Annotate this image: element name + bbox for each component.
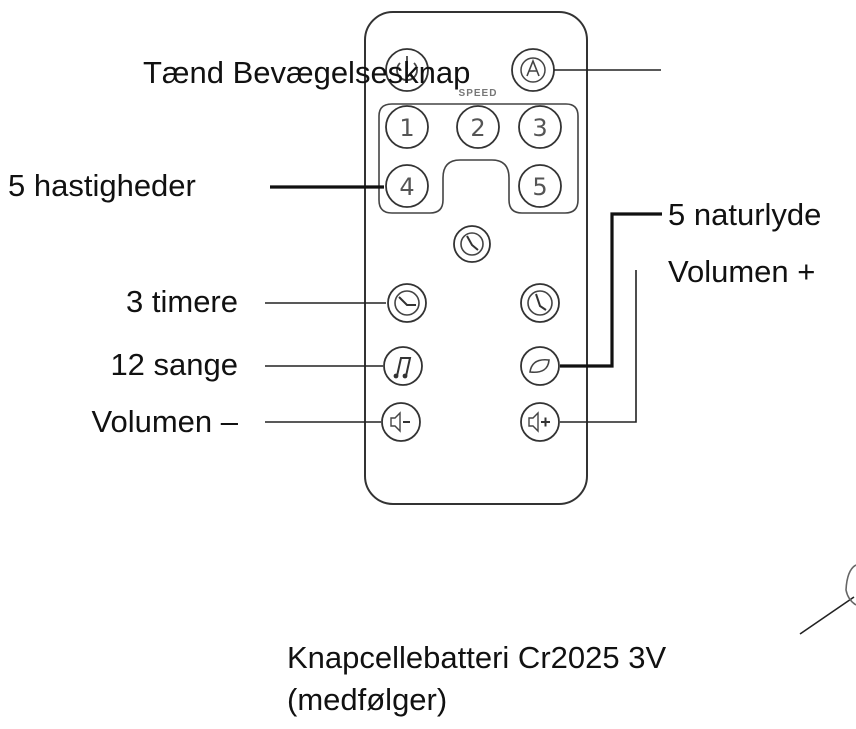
speed-button-3[interactable]: 3	[518, 105, 562, 149]
volume-up-button[interactable]	[520, 402, 560, 442]
power-icon	[396, 56, 418, 82]
timer-icon	[460, 232, 484, 256]
label-speeds: 5 hastigheder	[8, 168, 196, 203]
speed-buttons-frame	[378, 103, 579, 214]
timer-button-center[interactable]	[453, 225, 491, 263]
leader-volume-up	[560, 270, 637, 423]
speed-button-label: 1	[399, 114, 414, 142]
speed-caption: SPEED	[459, 88, 498, 99]
leader-battery	[799, 596, 855, 635]
timer-button-right[interactable]	[520, 283, 560, 323]
speed-button-2[interactable]: 2	[456, 105, 500, 149]
volume-down-button[interactable]	[381, 402, 421, 442]
speed-button-label: 4	[399, 173, 414, 201]
speed-button-5[interactable]: 5	[518, 164, 562, 208]
motion-icon	[520, 57, 546, 83]
speed-button-label: 3	[532, 114, 547, 142]
power-button[interactable]	[385, 48, 429, 92]
speed-button-label: 5	[532, 173, 547, 201]
nature-button[interactable]	[520, 346, 560, 386]
timer-icon	[527, 290, 553, 316]
leader-nature	[560, 212, 662, 368]
label-volume-down: Volumen –	[92, 404, 239, 439]
label-power-motion: Tænd Bevægelsesknap	[143, 55, 470, 90]
motion-button[interactable]	[511, 48, 555, 92]
label-songs: 12 sange	[110, 347, 238, 382]
label-battery-line2: (medfølger)	[287, 682, 447, 717]
label-volume-up: Volumen +	[668, 254, 815, 289]
music-button[interactable]	[383, 346, 423, 386]
speed-button-1[interactable]: 1	[385, 105, 429, 149]
speed-button-label: 2	[470, 114, 485, 142]
timer-button-left[interactable]	[387, 283, 427, 323]
speaker-plus-icon	[528, 411, 550, 433]
music-note-icon	[393, 357, 412, 379]
leaf-icon	[529, 358, 550, 374]
speaker-minus-icon	[390, 411, 410, 433]
label-nature-sounds: 5 naturlyde	[668, 197, 821, 232]
battery-icon	[845, 564, 856, 606]
label-timers: 3 timere	[126, 284, 238, 319]
label-battery-line1: Knapcellebatteri Cr2025 3V	[287, 640, 666, 675]
speed-button-4[interactable]: 4	[385, 164, 429, 208]
timer-icon	[394, 290, 420, 316]
